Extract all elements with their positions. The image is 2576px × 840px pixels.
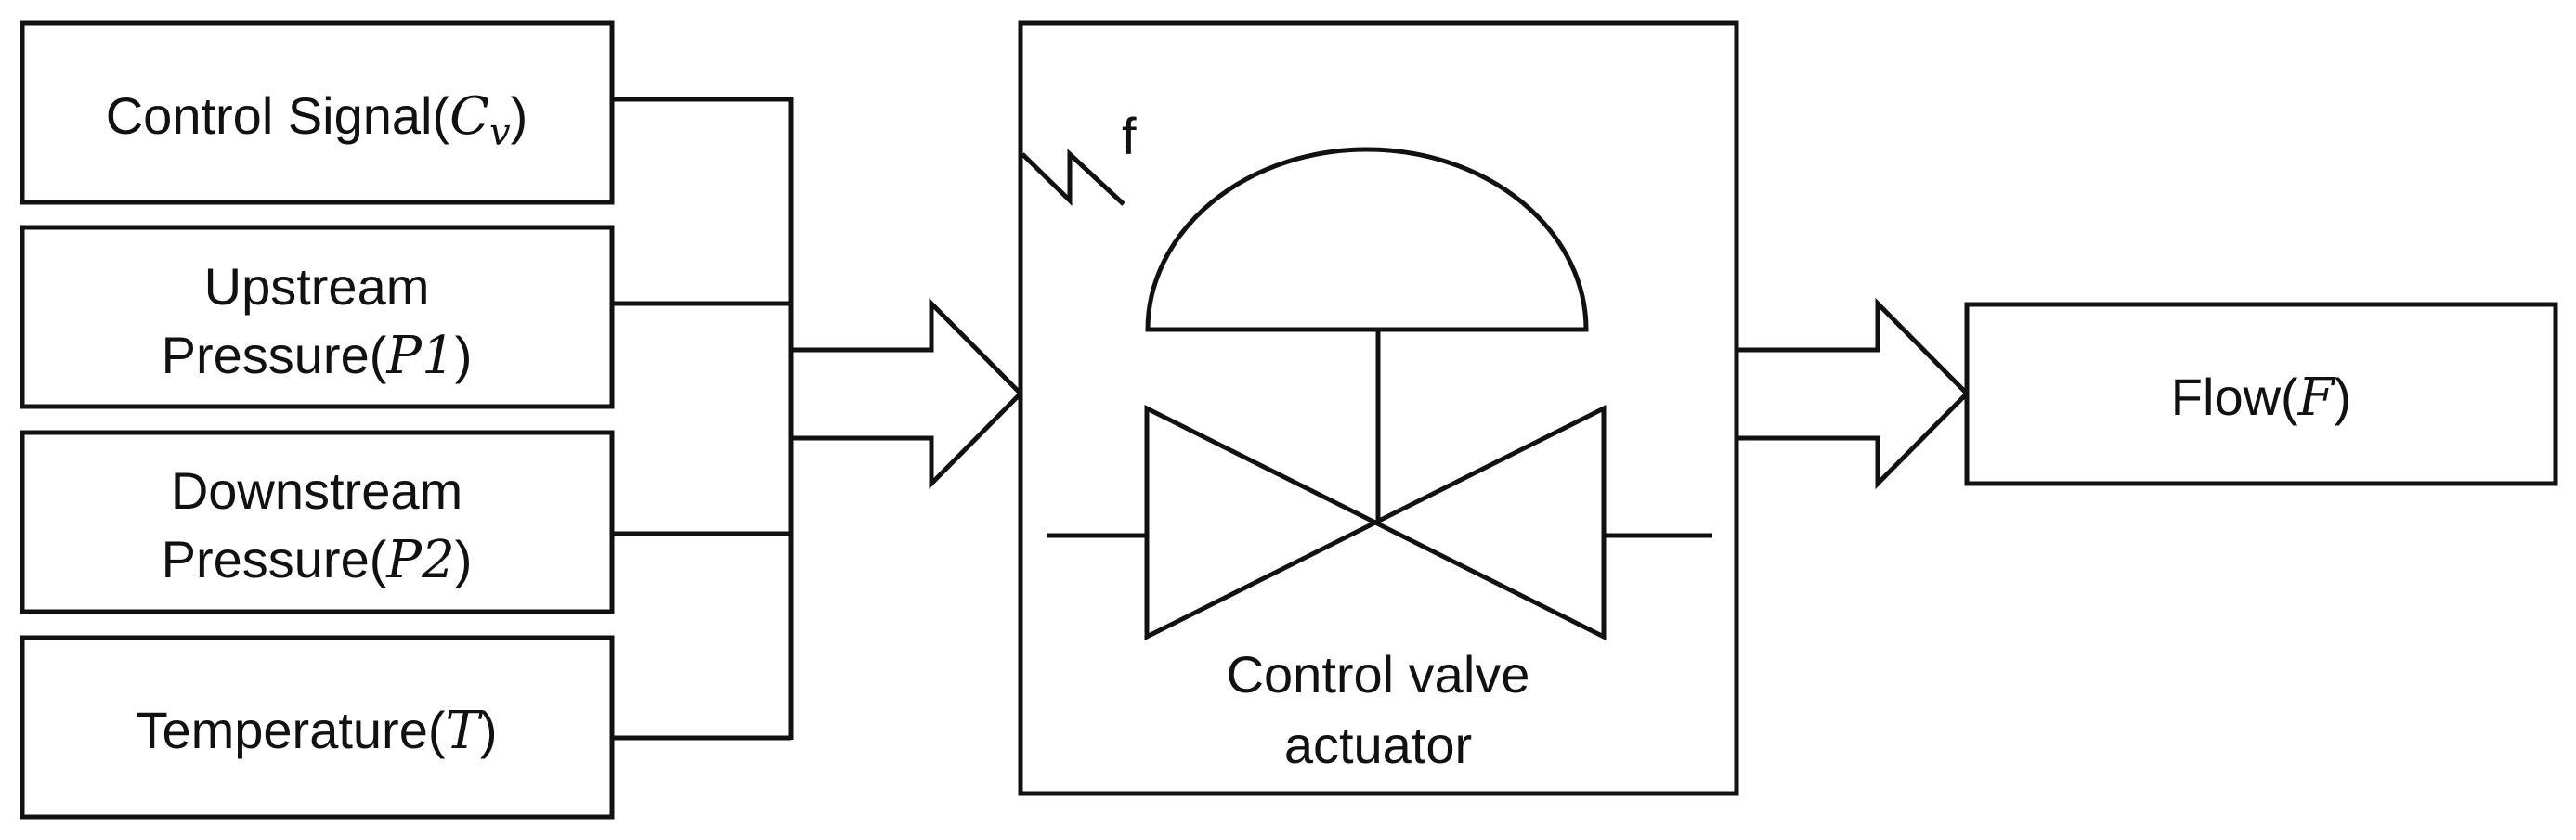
input-downstream-pressure-box — [20, 430, 615, 614]
actuator-block: f Control valve actuator — [1018, 20, 1739, 796]
input-upstream-pressure-box — [20, 225, 615, 409]
input-control-signal-box — [20, 20, 615, 205]
output-arrow — [1737, 297, 1971, 490]
input-temperature-box — [20, 635, 615, 820]
input-downstream-pressure: Downstream Pressure(P2) — [20, 430, 615, 614]
input-temperature: Temperature(T) — [20, 635, 615, 820]
input-downstream-pressure-line1: Downstream — [171, 461, 462, 520]
input-temperature-label: Temperature(T) — [136, 701, 497, 761]
input-upstream-pressure-line1: Upstream — [204, 257, 430, 316]
input-bus-lines — [612, 97, 794, 741]
valve-body-icon — [1144, 404, 1607, 641]
diaphragm-dome-icon — [1145, 147, 1589, 332]
input-downstream-pressure-line2: Pressure(P2) — [162, 530, 473, 590]
actuator-caption-line1: Control valve — [1227, 645, 1530, 704]
input-upstream-pressure: Upstream Pressure(P1) — [20, 225, 615, 409]
actuator-caption-line2: actuator — [1284, 716, 1472, 774]
output-flow: Flow(F) — [1964, 302, 2558, 486]
fault-zigzag-icon — [1021, 149, 1125, 206]
output-flow-box — [1964, 302, 2558, 486]
fault-label: f — [1122, 107, 1137, 165]
input-control-signal-label: Control Signal(Cv) — [106, 86, 528, 154]
input-control-signal: Control Signal(Cv) — [20, 20, 615, 205]
input-arrow — [791, 297, 1024, 490]
input-upstream-pressure-line2: Pressure(P1) — [162, 326, 473, 386]
output-flow-label: Flow(F) — [2171, 368, 2351, 428]
